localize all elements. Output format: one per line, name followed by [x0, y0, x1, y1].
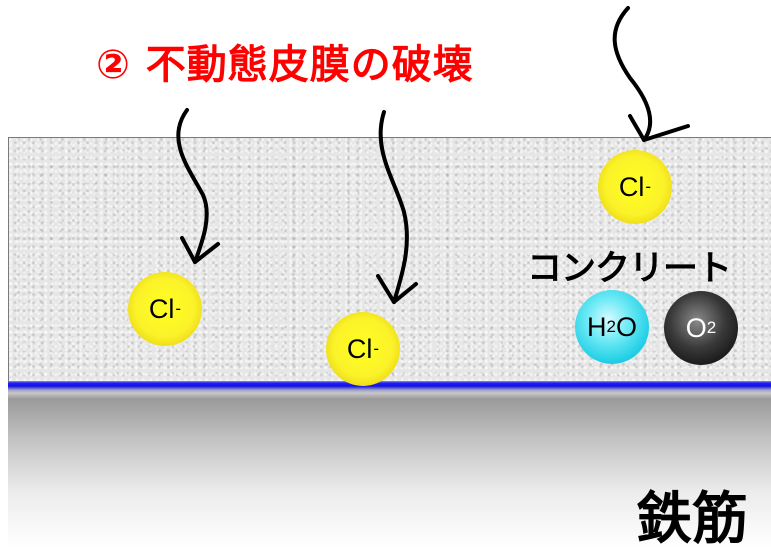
chloride-ion-2: Cl-: [326, 312, 400, 386]
chloride-ion-1: Cl-: [128, 272, 202, 346]
steel-layer: [8, 399, 771, 549]
chloride-arrow-2: [378, 110, 409, 304]
passive-film-layer: [8, 381, 771, 399]
concrete-label: コンクリート: [527, 249, 732, 289]
diagram-title: ② 不動態皮膜の破壊: [96, 42, 474, 88]
chloride-arrow-3: [612, 6, 653, 142]
chloride-arrow-3-head: [628, 114, 690, 142]
chloride-arrow-2-head: [376, 274, 418, 304]
chloride-arrow-1: [176, 108, 209, 264]
chloride-arrow-1-head: [180, 236, 220, 264]
steel-label: 鉄筋: [636, 487, 748, 552]
chloride-ion-3: Cl-: [598, 150, 672, 224]
